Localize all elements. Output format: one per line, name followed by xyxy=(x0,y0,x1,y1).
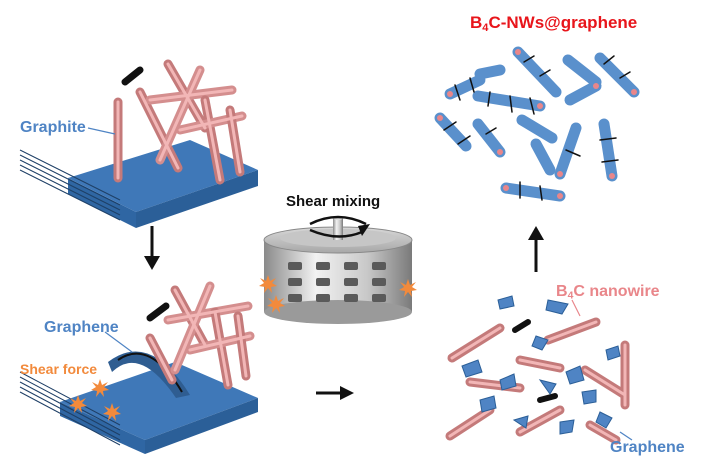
b4c-nanowire-label: B4C nanowire xyxy=(556,283,660,302)
graphene-label-bottom: Graphene xyxy=(610,439,685,456)
graphene-label-top: Graphene xyxy=(44,319,119,336)
right-arrow-icon xyxy=(316,386,354,400)
shear-mixing-label: Shear mixing xyxy=(286,193,381,210)
rotation-arrow-icon xyxy=(309,215,370,238)
graphene-bottom-leader-line xyxy=(619,431,633,441)
product-label: B4C-NWs@graphene xyxy=(470,13,638,34)
nanowire-bundle-middle xyxy=(145,281,255,390)
product-nanowires xyxy=(434,46,640,202)
graphite-stack-sheared xyxy=(19,351,258,454)
dispersion-mixture xyxy=(445,295,630,445)
nanowire-bundle-top xyxy=(113,59,247,185)
shear-force-label: Shear force xyxy=(20,361,98,377)
down-arrow-icon xyxy=(144,226,160,270)
graphite-label: Graphite xyxy=(20,119,86,136)
graphite-leader-line xyxy=(87,127,116,135)
graphene-leader-line xyxy=(104,331,133,353)
nanowire-leader-line xyxy=(571,299,581,317)
graphite-stack xyxy=(19,140,258,228)
up-arrow-icon xyxy=(528,226,544,272)
shear-mixer xyxy=(263,216,413,324)
